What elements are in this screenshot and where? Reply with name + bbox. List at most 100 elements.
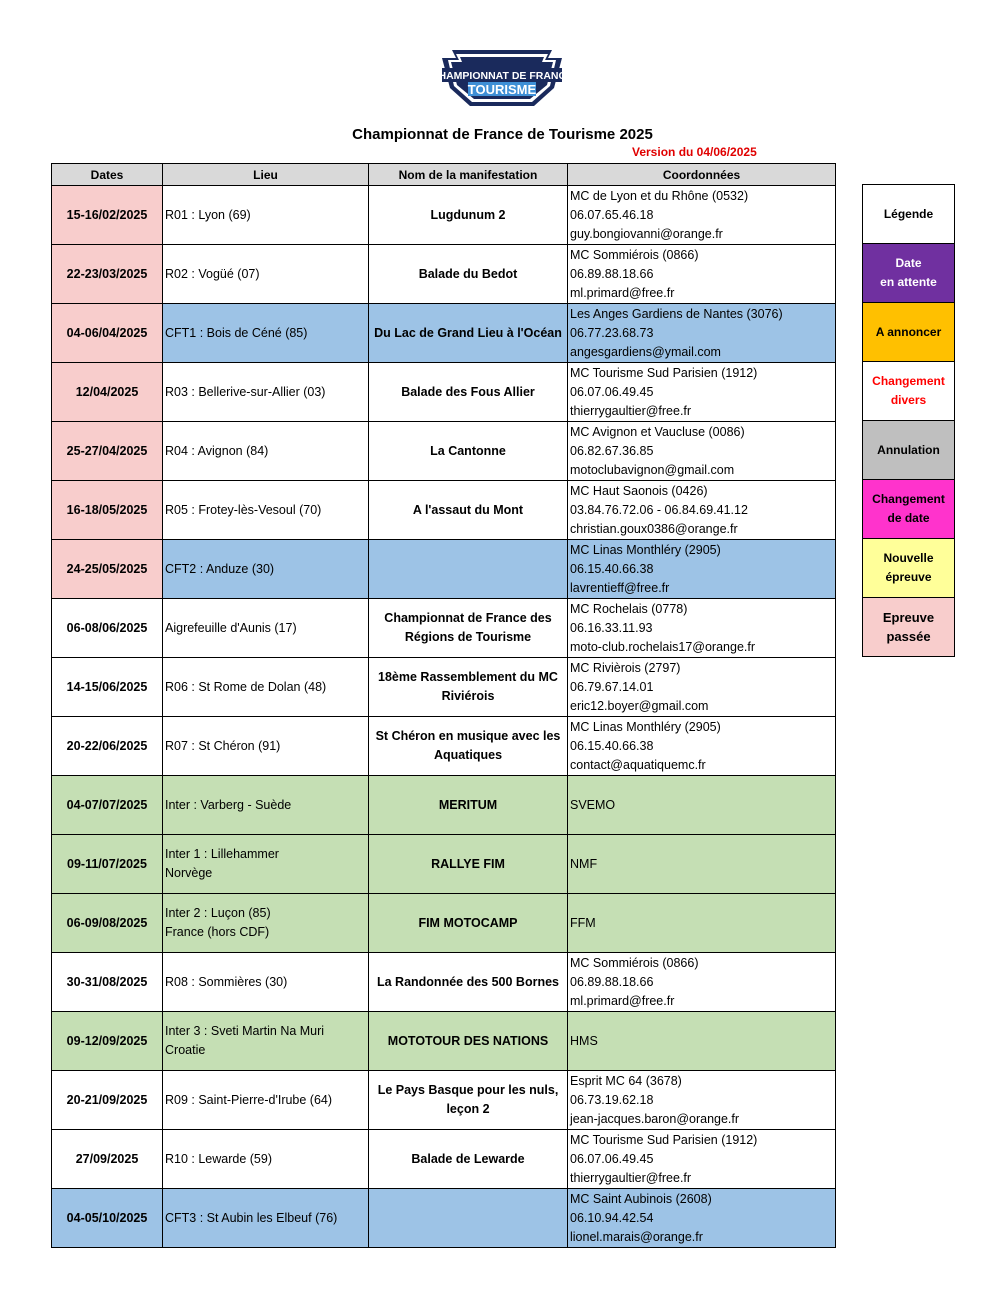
lieu-cell: R05 : Frotey-lès-Vesoul (70) xyxy=(162,480,369,540)
date-cell: 30-31/08/2025 xyxy=(51,952,163,1012)
lieu-cell: Inter : Varberg - Suède xyxy=(162,775,369,835)
date-text: 06-08/06/2025 xyxy=(66,620,148,635)
email-link[interactable]: angesgardiens@ymail.com xyxy=(570,344,721,359)
date-cell: 22-23/03/2025 xyxy=(51,244,163,304)
phone-number: 06.07.65.46.18 xyxy=(570,207,654,222)
date-cell: 04-07/07/2025 xyxy=(51,775,163,835)
email-link[interactable]: guy.bongiovanni@orange.fr xyxy=(570,226,723,241)
email-link[interactable]: contact@aquatiquemc.fr xyxy=(570,757,706,772)
header-nom: Nom de la manifestation xyxy=(368,163,568,186)
email-link[interactable]: jean-jacques.baron@orange.fr xyxy=(570,1111,740,1126)
nom-cell: Le Pays Basque pour les nuls,leçon 2 xyxy=(368,1070,568,1130)
date-text: 25-27/04/2025 xyxy=(66,443,148,458)
date-cell: 20-21/09/2025 xyxy=(51,1070,163,1130)
lieu-text: R06 : St Rome de Dolan (48) xyxy=(165,679,327,694)
lieu-text: R07 : St Chéron (91) xyxy=(165,738,281,753)
email-link[interactable]: moto-club.rochelais17@orange.fr xyxy=(570,639,756,654)
date-text: 16-18/05/2025 xyxy=(66,502,148,517)
phone-number: 06.16.33.11.93 xyxy=(570,620,653,635)
club-name: Esprit MC 64 (3678) xyxy=(570,1073,682,1088)
date-cell: 09-12/09/2025 xyxy=(51,1011,163,1071)
coord-cell: MC Haut Saonois (0426) 03.84.76.72.06 - 0… xyxy=(567,480,836,540)
club-name: NMF xyxy=(570,856,598,871)
lieu-text: R03 : Bellerive-sur-Allier (03) xyxy=(165,384,326,399)
coord-cell: NMF xyxy=(567,834,836,894)
lieu-text: R04 : Avignon (84) xyxy=(165,443,269,458)
table-row: 14-15/06/2025 R06 : St Rome de Dolan (48)… xyxy=(51,657,836,717)
nom-text-2: leçon 2 xyxy=(446,1102,490,1116)
lieu-text: R01 : Lyon (69) xyxy=(165,207,251,222)
phone-number: 06.89.88.18.66 xyxy=(570,266,654,281)
date-cell: 09-11/07/2025 xyxy=(51,834,163,894)
date-text: 14-15/06/2025 xyxy=(66,679,148,694)
nom-text: MERITUM xyxy=(438,797,498,812)
date-cell: 04-05/10/2025 xyxy=(51,1188,163,1248)
date-text: 24-25/05/2025 xyxy=(66,561,148,576)
date-text: 06-09/08/2025 xyxy=(66,915,148,930)
nom-cell: MOTOTOUR DES NATIONS xyxy=(368,1011,568,1071)
email-link[interactable]: ml.primard@free.fr xyxy=(570,285,675,300)
date-text: 27/09/2025 xyxy=(75,1151,139,1166)
nom-cell: La Randonnée des 500 Bornes xyxy=(368,952,568,1012)
email-link[interactable]: motoclubavignon@gmail.com xyxy=(570,462,735,477)
email-link[interactable]: thierrygaultier@free.fr xyxy=(570,403,692,418)
date-text: 04-06/04/2025 xyxy=(66,325,148,340)
club-name: MC Saint Aubinois (2608) xyxy=(570,1191,712,1206)
nom-text: Balade des Fous Allier xyxy=(401,384,535,399)
lieu-cell: CFT2 : Anduze (30) xyxy=(162,539,369,599)
nom-text: A l'assaut du Mont xyxy=(412,502,524,517)
lieu-text: R08 : Sommières (30) xyxy=(165,974,288,989)
email-link[interactable]: thierrygaultier@free.fr xyxy=(570,1170,692,1185)
lieu-text: R02 : Vogüé (07) xyxy=(165,266,260,281)
club-name: MC Tourisme Sud Parisien (1912) xyxy=(570,365,758,380)
header-dates: Dates xyxy=(51,163,163,186)
lieu-text: Inter 2 : Luçon (85) xyxy=(165,906,271,920)
nom-text: MOTOTOUR DES NATIONS xyxy=(387,1033,549,1048)
date-text: 09-11/07/2025 xyxy=(67,856,147,871)
table-row: 16-18/05/2025 R05 : Frotey-lès-Vesoul (70… xyxy=(51,480,836,540)
email-link[interactable]: lavrentieff@free.fr xyxy=(570,580,670,595)
logo-line2: TOURISME xyxy=(468,82,537,97)
phone-number: 06.89.88.18.66 xyxy=(570,974,654,989)
nom-text: RALLYE FIM xyxy=(431,856,505,871)
nom-text: Lugdunum 2 xyxy=(430,207,506,222)
club-name: MC Rivièrois (2797) xyxy=(570,660,681,675)
header-lieu: Lieu xyxy=(162,163,369,186)
email-link[interactable]: ml.primard@free.fr xyxy=(570,993,675,1008)
phone-number: 06.07.06.49.45 xyxy=(570,384,654,399)
date-cell: 06-09/08/2025 xyxy=(51,893,163,953)
championship-logo: CHAMPIONNAT DE FRANCE TOURISME xyxy=(438,50,566,106)
club-name: MC Haut Saonois (0426) xyxy=(570,483,708,498)
date-text: 12/04/2025 xyxy=(75,384,139,399)
coord-cell: MC Saint Aubinois (2608) 06.10.94.42.54 li… xyxy=(567,1188,836,1248)
email-link[interactable]: christian.goux0386@orange.fr xyxy=(570,521,738,536)
email-link[interactable]: eric12.boyer@gmail.com xyxy=(570,698,709,713)
email-link[interactable]: lionel.marais@orange.fr xyxy=(570,1229,703,1244)
nom-text: Championnat de France des xyxy=(384,611,552,625)
date-text: 22-23/03/2025 xyxy=(66,266,148,281)
nom-cell: Balade des Fous Allier xyxy=(368,362,568,422)
date-text: 30-31/08/2025 xyxy=(66,974,148,989)
date-cell: 16-18/05/2025 xyxy=(51,480,163,540)
date-cell: 12/04/2025 xyxy=(51,362,163,422)
lieu-cell: R08 : Sommières (30) xyxy=(162,952,369,1012)
phone-number: 06.10.94.42.54 xyxy=(570,1210,654,1225)
nom-text: La Cantonne xyxy=(430,443,506,458)
phone-number: 03.84.76.72.06 - 06.84.69.41.12 xyxy=(570,502,748,517)
